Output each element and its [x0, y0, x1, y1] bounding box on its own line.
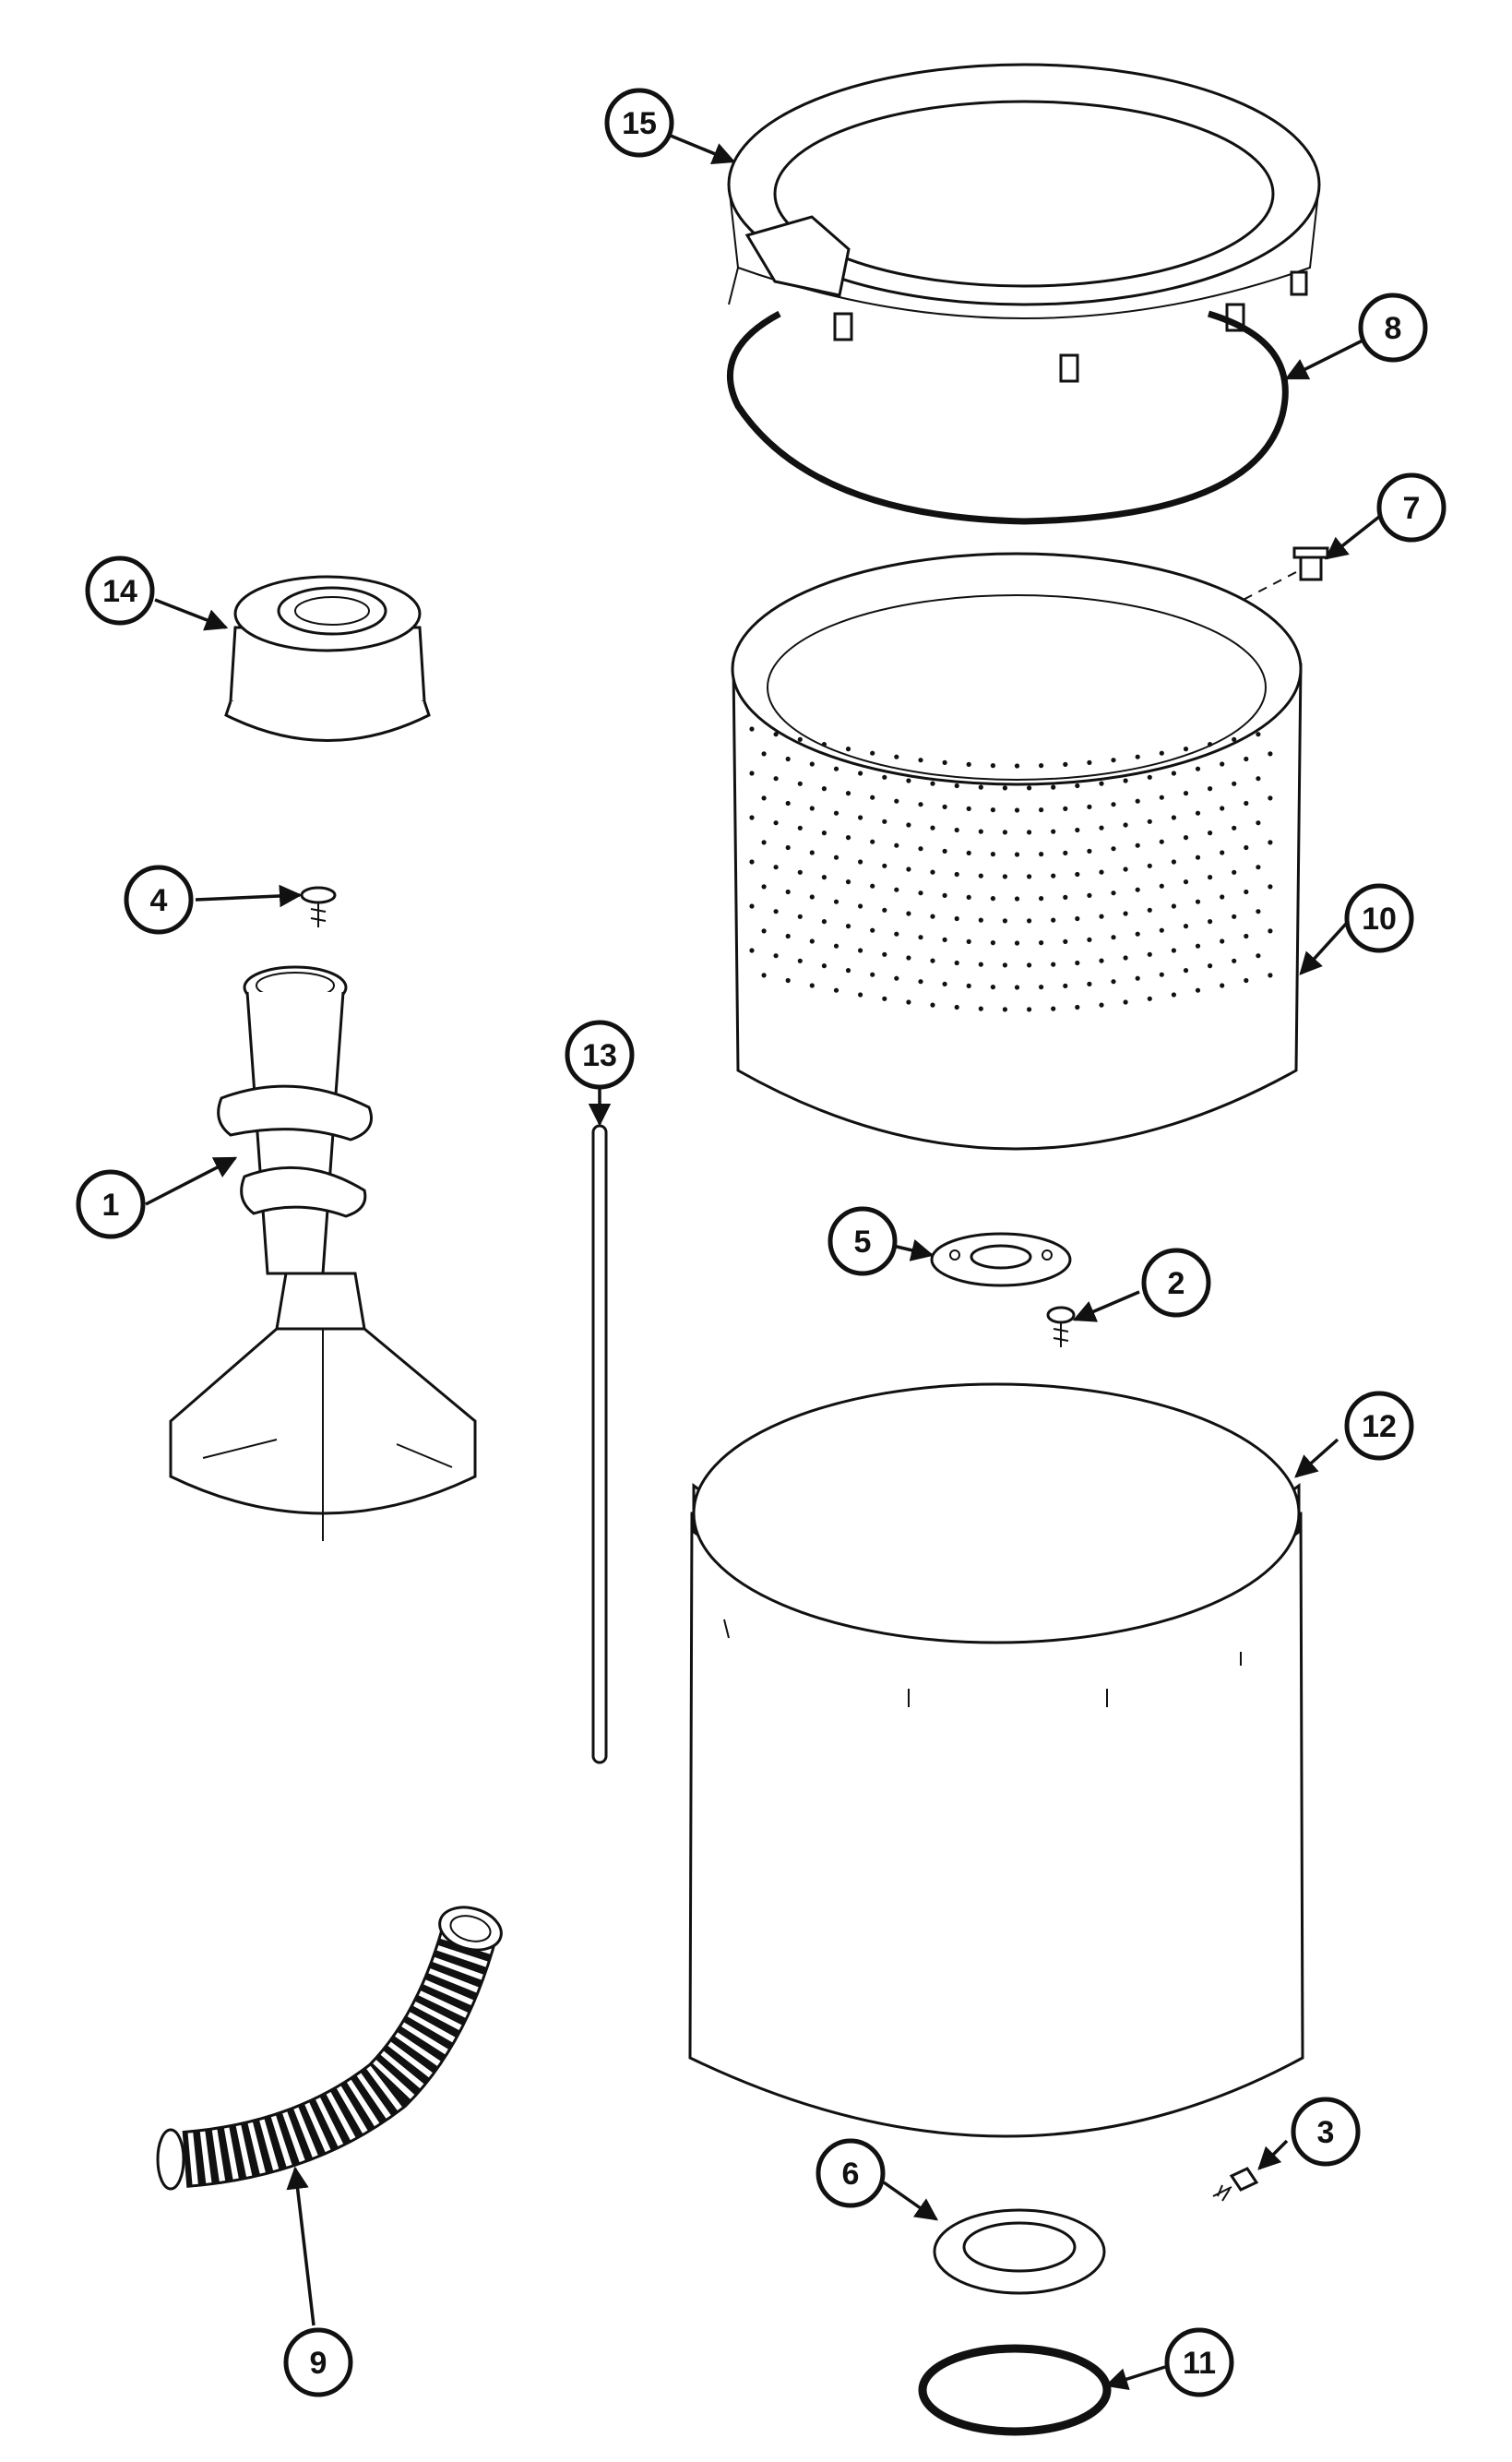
svg-text:3: 3: [1317, 2115, 1335, 2150]
svg-text:5: 5: [854, 1225, 872, 1260]
callout-9: 9: [283, 2327, 353, 2397]
svg-text:13: 13: [582, 1038, 617, 1073]
callout-4: 4: [124, 865, 194, 935]
callout-15: 15: [604, 88, 674, 158]
part-agitator: [169, 965, 477, 1541]
part-tub-ring: [727, 63, 1321, 383]
part-cap: [224, 575, 431, 742]
callout-8: 8: [1358, 293, 1428, 363]
callout-10: 10: [1344, 883, 1414, 953]
svg-text:9: 9: [310, 2346, 327, 2381]
svg-text:10: 10: [1362, 902, 1397, 937]
callout-3: 3: [1291, 2097, 1361, 2167]
part-rod: [591, 1124, 608, 1764]
svg-text:1: 1: [102, 1188, 120, 1223]
svg-text:8: 8: [1385, 311, 1402, 346]
svg-text:14: 14: [102, 574, 137, 609]
part-o-ring: [918, 2344, 1112, 2436]
leader-lines: [145, 132, 1381, 2391]
callout-12: 12: [1344, 1391, 1414, 1461]
part-drain-hose: [156, 1906, 503, 2191]
callout-13: 13: [565, 1020, 635, 1090]
callout-1: 1: [76, 1169, 146, 1239]
part-flat-seal: [933, 2208, 1106, 2295]
part-outer-tub: [688, 1382, 1304, 2138]
basket-perforations: [749, 726, 1273, 1012]
part-screw-2: [1046, 1306, 1076, 1347]
part-screw-4: [300, 886, 337, 927]
svg-text:6: 6: [842, 2157, 860, 2192]
callout-5: 5: [827, 1206, 898, 1276]
callout-6: 6: [816, 2138, 886, 2208]
part-screw-3: [1212, 2167, 1259, 2202]
callout-11: 11: [1164, 2327, 1234, 2397]
callout-14: 14: [85, 556, 155, 626]
part-spin-basket: [731, 552, 1303, 1151]
part-flange: [930, 1232, 1072, 1287]
svg-text:11: 11: [1183, 2346, 1216, 2381]
callout-7: 7: [1376, 472, 1447, 543]
svg-text:2: 2: [1168, 1266, 1185, 1301]
svg-text:4: 4: [150, 883, 168, 918]
part-gasket-ring: [727, 310, 1289, 525]
svg-text:12: 12: [1362, 1409, 1397, 1444]
callout-2: 2: [1141, 1248, 1211, 1318]
svg-text:15: 15: [622, 106, 657, 141]
svg-text:7: 7: [1403, 491, 1421, 526]
